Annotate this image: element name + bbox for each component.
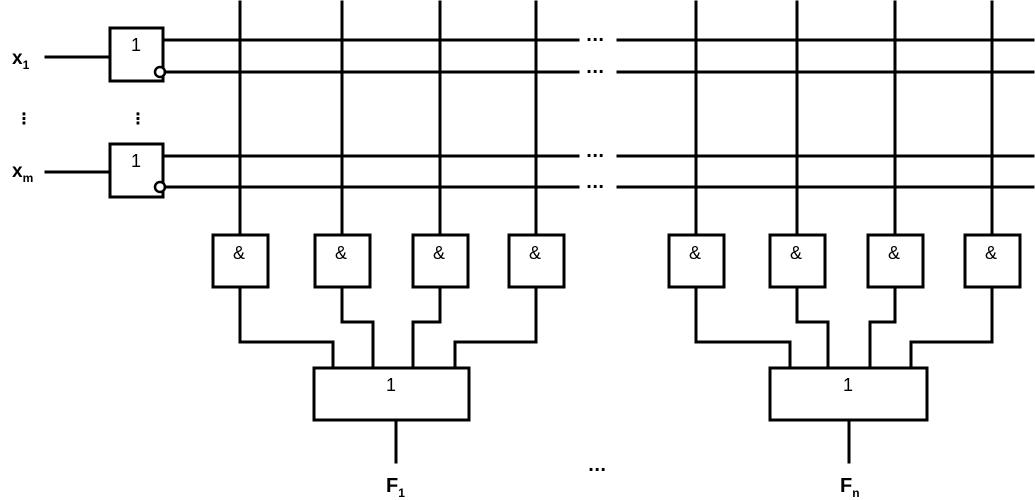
bus-ellipsis-2: ··· bbox=[586, 62, 604, 81]
vertical-ellipsis-gates: ⋮ bbox=[130, 109, 146, 128]
and-gate-1 bbox=[211, 233, 270, 289]
and-gate-6-label: & bbox=[790, 243, 802, 263]
and-gate-5 bbox=[667, 233, 726, 289]
wire-and8-or2 bbox=[909, 285, 994, 370]
bus-lines-left bbox=[161, 38, 580, 189]
and-gate-7 bbox=[866, 233, 925, 289]
wire-and3-or1 bbox=[411, 285, 442, 370]
not-gate-xm-label: 1 bbox=[131, 151, 141, 171]
and-gates-right: & & & & bbox=[667, 233, 1022, 289]
bus-ellipsis-1: ··· bbox=[586, 30, 604, 49]
bus-ellipsis-3: ··· bbox=[586, 146, 604, 165]
wire-and7-or2 bbox=[868, 285, 897, 370]
wire-and2-or1 bbox=[340, 285, 375, 370]
wire-and4-or1 bbox=[453, 285, 538, 370]
and-gate-1-label: & bbox=[233, 243, 245, 263]
and-gate-4-label: & bbox=[529, 243, 541, 263]
output-label-f1: F1 bbox=[386, 475, 405, 500]
and-gates-left: & & & & bbox=[211, 233, 566, 289]
output-label-fn: Fn bbox=[840, 475, 860, 500]
and-gate-3 bbox=[411, 233, 470, 289]
and-gate-5-label: & bbox=[689, 243, 701, 263]
input-label-x1: x1 bbox=[12, 48, 30, 72]
wire-and5-or2 bbox=[694, 285, 792, 370]
or-gate-1-label: 1 bbox=[386, 375, 396, 395]
vertical-ellipsis-inputs: ⋮ bbox=[16, 109, 32, 128]
or-gate-2 bbox=[768, 366, 929, 422]
input-group-xm: xm 1 bbox=[12, 142, 167, 199]
and-gate-6 bbox=[768, 233, 827, 289]
and-or-wiring-left bbox=[238, 285, 538, 370]
wire-and1-or1 bbox=[238, 285, 335, 370]
not-gate-x1-label: 1 bbox=[131, 35, 141, 55]
or-gate-1 bbox=[312, 366, 471, 422]
product-term-lines bbox=[238, 0, 994, 237]
and-gate-7-label: & bbox=[888, 243, 900, 263]
bus-ellipsis-4: ··· bbox=[586, 177, 604, 196]
and-gate-8 bbox=[963, 233, 1022, 289]
input-label-xm: xm bbox=[12, 161, 33, 185]
and-gate-3-label: & bbox=[433, 243, 445, 263]
output-ellipsis: ··· bbox=[588, 460, 606, 479]
or-gate-2-label: 1 bbox=[843, 375, 853, 395]
input-group-x1: x1 1 bbox=[12, 26, 167, 83]
and-gate-4 bbox=[507, 233, 566, 289]
and-gate-8-label: & bbox=[985, 243, 997, 263]
bus-lines-right bbox=[616, 38, 1035, 189]
and-or-wiring-right bbox=[694, 285, 994, 370]
wire-and6-or2 bbox=[795, 285, 830, 370]
and-gate-2-label: & bbox=[335, 243, 347, 263]
